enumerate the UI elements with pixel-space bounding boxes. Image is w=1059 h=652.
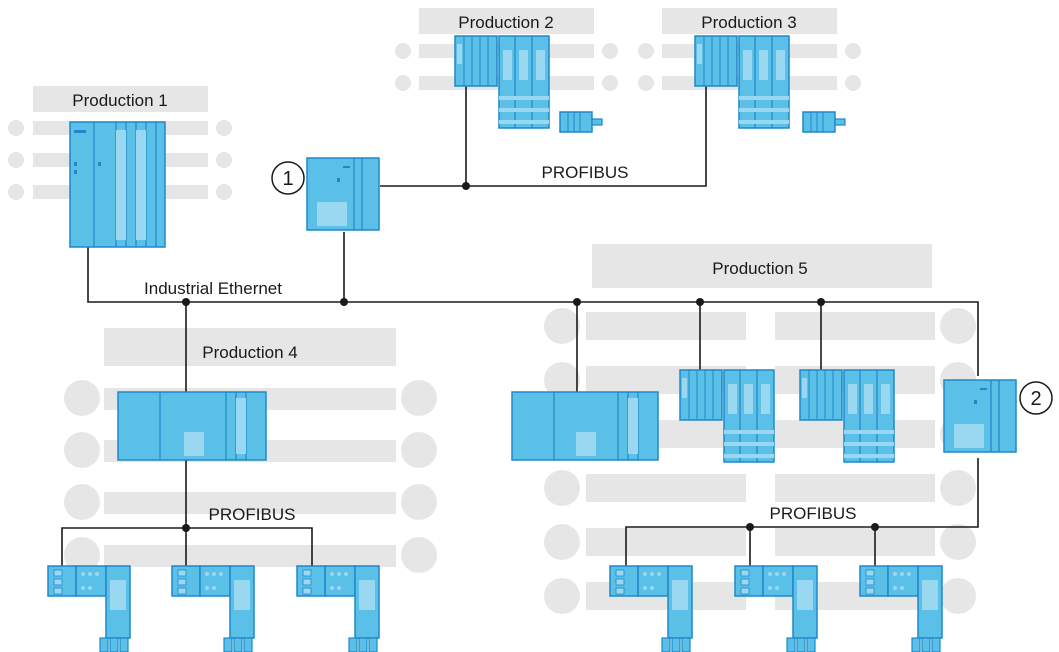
network-lines — [61, 72, 979, 572]
drive-system-production-2 — [454, 35, 550, 129]
production-1-label: Production 1 — [72, 91, 167, 110]
callout-2-number: 2 — [1030, 388, 1041, 410]
network-junctions — [182, 182, 879, 532]
plc-station-production-4 — [117, 391, 267, 461]
production-2-label: Production 2 — [458, 13, 553, 32]
drive-system-production-5-b — [799, 369, 895, 463]
profibus-right-label: PROFIBUS — [770, 504, 857, 523]
motor-production-2 — [559, 111, 603, 133]
motor-production-3 — [802, 111, 846, 133]
callout-1: 1 — [271, 161, 305, 195]
io-station-left-3 — [296, 565, 380, 652]
production-3-label: Production 3 — [701, 13, 796, 32]
communication-module-1 — [306, 157, 380, 231]
production-5-label: Production 5 — [712, 259, 807, 278]
profibus-left-label: PROFIBUS — [209, 505, 296, 524]
zone-production-4 — [64, 328, 437, 573]
io-station-left-2 — [171, 565, 255, 652]
io-station-left-1 — [47, 565, 131, 652]
industrial-ethernet-label: Industrial Ethernet — [144, 279, 282, 298]
production-4-label: Production 4 — [202, 343, 297, 362]
callout-2: 2 — [1019, 381, 1053, 415]
drive-system-production-3 — [694, 35, 790, 129]
callout-1-number: 1 — [282, 168, 293, 190]
plc-rack-production-1 — [69, 121, 166, 248]
communication-module-2 — [943, 379, 1017, 453]
profibus-top-label: PROFIBUS — [542, 163, 629, 182]
drive-system-production-5-a — [679, 369, 775, 463]
plc-station-production-5 — [511, 391, 659, 461]
